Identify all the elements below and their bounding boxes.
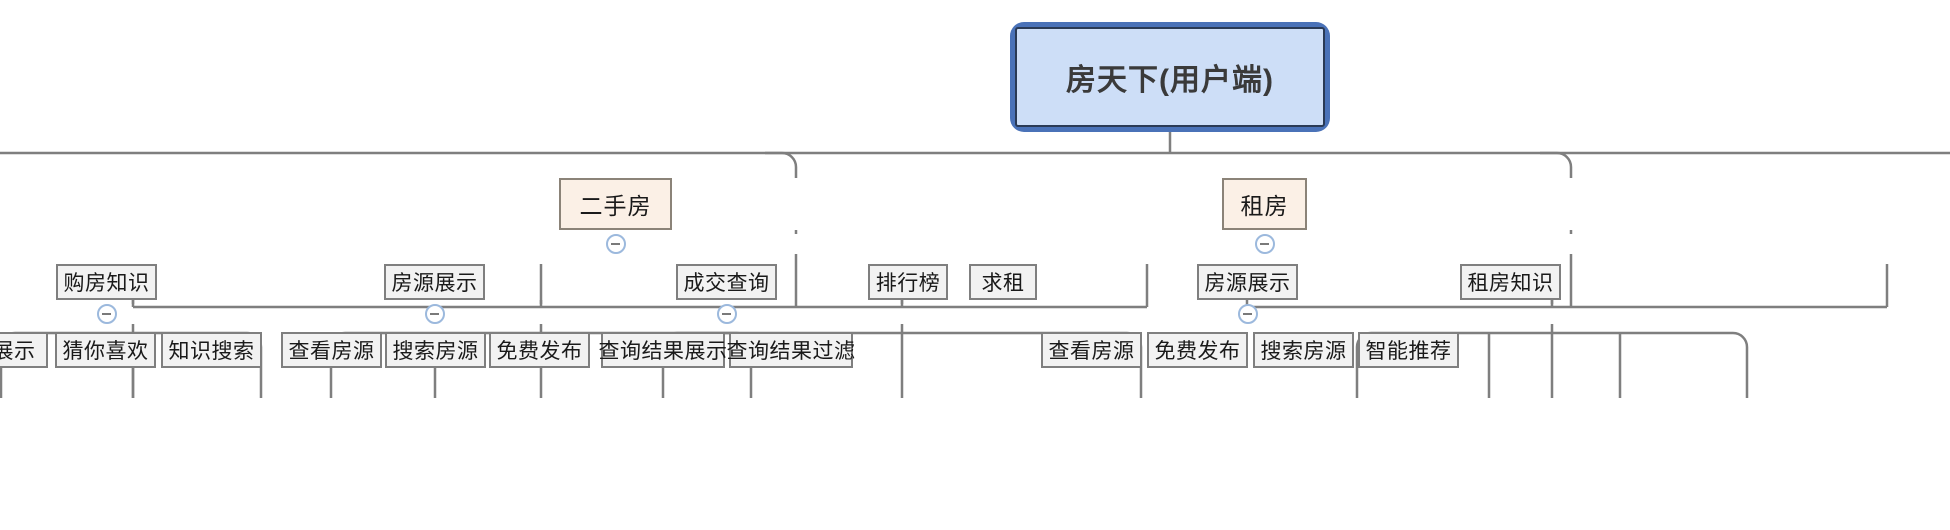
node-label: 猜你喜欢: [62, 340, 149, 363]
minus-icon: [1243, 313, 1252, 315]
edges-level1: [0, 132, 1950, 178]
edge-fyright-arc: [1355, 331, 1749, 398]
node-n4_sofy_r[interactable]: 搜索房源: [1253, 332, 1354, 368]
node-label: 排行榜: [875, 272, 941, 295]
node-label: 成交查询: [683, 272, 770, 295]
node-label: 求租: [981, 272, 1025, 295]
node-label: 查看房源: [288, 340, 375, 363]
node-label: 智能推荐: [1365, 340, 1452, 363]
edge-to-zufang: [1540, 151, 1573, 178]
edges-level2: [131, 230, 1889, 309]
node-n3_fyzs_r[interactable]: 房源展示: [1197, 264, 1298, 300]
node-n4_cxjggl[interactable]: 查询结果过滤: [726, 332, 856, 368]
collapse-toggle-n3_fyzs_l[interactable]: [424, 304, 445, 324]
collapse-toggle-n3_fyzs_r[interactable]: [1237, 304, 1258, 324]
node-n3_qiuzu[interactable]: 求租: [969, 264, 1037, 300]
collapse-toggle-n2_ershoufang[interactable]: [605, 234, 626, 254]
node-label: 查询结果过滤: [726, 340, 856, 363]
node-n4_mffb_l[interactable]: 免费发布: [489, 332, 590, 368]
node-label: 房源展示: [1204, 272, 1291, 295]
edge-to-ershoufang: [765, 151, 798, 178]
minus-icon: [611, 243, 620, 245]
node-n4_mffb_r[interactable]: 免费发布: [1147, 332, 1248, 368]
node-n4_zhishisou[interactable]: 知识搜索: [161, 332, 262, 368]
node-label: 房源展示: [391, 272, 478, 295]
collapse-toggle-n3_cjcx[interactable]: [716, 304, 737, 324]
minus-icon: [722, 313, 731, 315]
node-label: 搜索房源: [392, 340, 479, 363]
node-label: 二手房: [579, 193, 652, 219]
node-label: 搜索房源: [1260, 340, 1347, 363]
collapse-toggle-n3_goufang[interactable]: [96, 304, 117, 324]
node-label: 购房知识: [63, 272, 150, 295]
minus-icon: [1260, 243, 1269, 245]
node-label: 租房知识: [1467, 272, 1554, 295]
node-n4_cxjgzs[interactable]: 查询结果展示: [598, 332, 728, 368]
minus-icon: [102, 313, 111, 315]
node-root-label-box: 房天下(用户端): [1015, 27, 1325, 127]
node-n2_ershoufang[interactable]: 二手房: [559, 178, 672, 230]
node-n4_sofy_l[interactable]: 搜索房源: [385, 332, 486, 368]
node-root-label: 房天下(用户端): [1066, 64, 1274, 97]
minus-icon: [430, 313, 439, 315]
node-n3_cjcx[interactable]: 成交查询: [676, 264, 777, 300]
node-label: 查询结果展示: [598, 340, 728, 363]
node-label: 查看房源: [1048, 340, 1135, 363]
node-label: 租房: [1240, 193, 1289, 219]
node-n3_phb[interactable]: 排行榜: [868, 264, 948, 300]
node-label: 免费发布: [496, 340, 583, 363]
node-n4_zntj[interactable]: 智能推荐: [1358, 332, 1459, 368]
node-n2_zufang[interactable]: 租房: [1222, 178, 1307, 230]
node-n3_zfzs[interactable]: 租房知识: [1460, 264, 1561, 300]
node-n4_ckfy_l[interactable]: 查看房源: [281, 332, 382, 368]
node-n4_ckfy_r[interactable]: 查看房源: [1041, 332, 1142, 368]
node-label: 展示: [0, 340, 36, 363]
edges-level3: [0, 300, 1749, 398]
node-n3_goufang[interactable]: 购房知识: [56, 264, 157, 300]
node-n3_fyzs_l[interactable]: 房源展示: [384, 264, 485, 300]
node-label: 知识搜索: [168, 340, 255, 363]
node-label: 免费发布: [1154, 340, 1241, 363]
node-root[interactable]: 房天下(用户端): [1010, 22, 1330, 132]
node-n4_cnxh[interactable]: 猜你喜欢: [55, 332, 156, 368]
collapse-toggle-n2_zufang[interactable]: [1254, 234, 1275, 254]
node-n4_zhanshi[interactable]: 展示: [0, 332, 48, 368]
